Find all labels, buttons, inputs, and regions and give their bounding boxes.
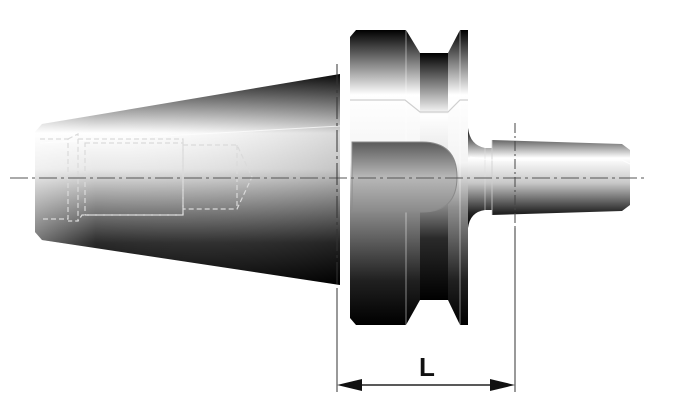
dimension-label: L xyxy=(419,352,435,382)
hidden-thread-bore xyxy=(40,133,253,222)
dimension-line-L xyxy=(337,379,515,391)
taper-cone xyxy=(35,74,341,285)
